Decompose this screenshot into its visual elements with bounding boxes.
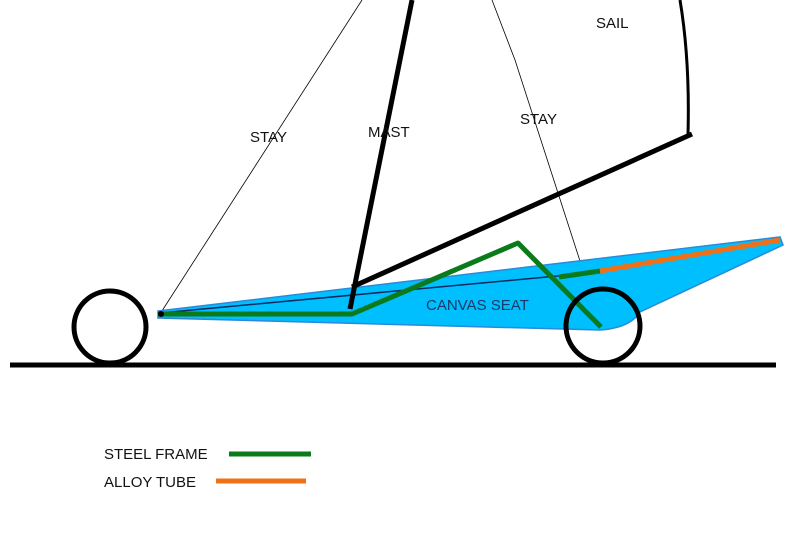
label-stay-right: STAY	[520, 111, 557, 128]
label-canvas-seat: CANVAS SEAT	[426, 297, 529, 314]
sail-leech	[678, 0, 690, 135]
label-mast: MAST	[368, 124, 410, 141]
rear-wheel	[71, 288, 149, 366]
boom	[350, 131, 694, 290]
seat-top-edge	[159, 271, 601, 314]
steel-frame-rear	[558, 268, 601, 280]
label-sail: SAIL	[596, 15, 629, 32]
legend: STEEL FRAME ALLOY TUBE	[104, 446, 311, 491]
alloy-tube	[599, 237, 781, 274]
legend-label-steel-frame: STEEL FRAME	[104, 446, 208, 463]
legend-label-alloy-tube: ALLOY TUBE	[104, 474, 196, 491]
frame-end-point	[158, 311, 164, 317]
stay-left-line	[159, 0, 363, 315]
label-stay-left: STAY	[250, 129, 287, 146]
steel-frame	[158, 240, 603, 329]
stay-right-line	[491, 0, 602, 327]
mast	[347, 0, 415, 310]
